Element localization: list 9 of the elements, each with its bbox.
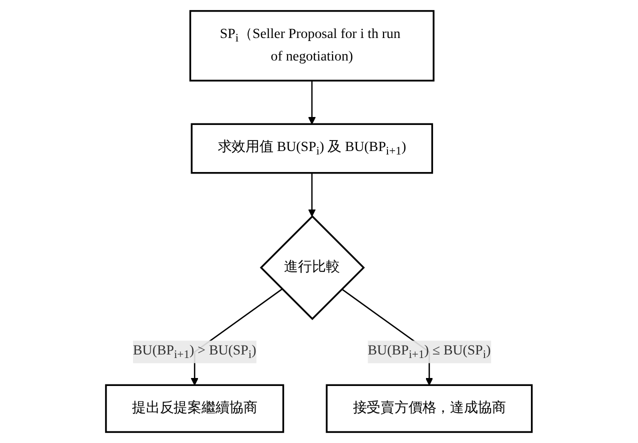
node-diamond: 進行比較 [260, 215, 365, 320]
arrow [308, 172, 316, 217]
edge-label: BU(BP$_{i+1}$) ≤ BU(SP$_{i}$) [368, 343, 491, 361]
arrow [308, 80, 316, 124]
node-box: SP$_{i}$（Seller Proposal for i th run of negotiation) [190, 10, 435, 82]
node-box: 求效用值 BU(SP$_{i}$) 及 BU(BP$_{i+1}$) [190, 123, 434, 174]
node-box: 提出反提案繼續協商 [105, 384, 284, 433]
node-box: 接受賣方價格，達成協商 [326, 384, 533, 433]
edge-label: BU(BP$_{i+1}$) > BU(SP$_{i}$) [133, 343, 256, 361]
